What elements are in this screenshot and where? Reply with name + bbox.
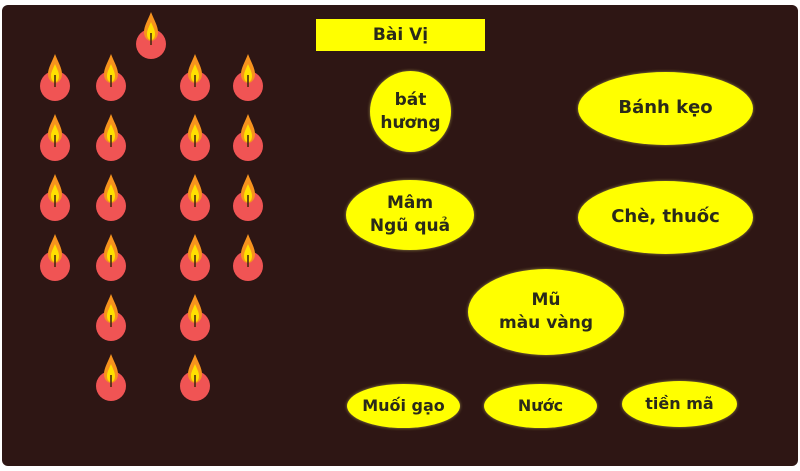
item-line: hương (380, 112, 441, 133)
candle-icon (39, 53, 71, 103)
candle-icon (179, 293, 211, 343)
item-line: bát (394, 89, 427, 110)
item-line: Chè, thuốc (611, 206, 720, 228)
item-line: Bánh kẹo (618, 97, 713, 119)
candle-icon (39, 233, 71, 283)
candle-icon (39, 173, 71, 223)
candle-icon (95, 113, 127, 163)
item-line: màu vàng (498, 313, 594, 333)
item-line: Mâm (386, 193, 434, 214)
candle-icon (95, 353, 127, 403)
candle-icon (232, 233, 264, 283)
candle-icon (95, 53, 127, 103)
item-tien-ma[interactable]: tiền mã (622, 381, 737, 427)
candle-icon (179, 113, 211, 163)
candle-icon (95, 233, 127, 283)
item-line: Muối gạo (362, 396, 445, 416)
candle-icon (232, 113, 264, 163)
candle-icon (179, 353, 211, 403)
item-muoi-gao[interactable]: Muối gạo (347, 384, 460, 428)
candle-icon (179, 173, 211, 223)
candle-icon (179, 53, 211, 103)
candle-icon (232, 173, 264, 223)
candle-icon (232, 53, 264, 103)
candle-icon (95, 293, 127, 343)
item-banh-keo[interactable]: Bánh kẹo (578, 72, 753, 145)
candle-icon (135, 11, 167, 61)
candle-icon (95, 173, 127, 223)
candle-icon (39, 113, 71, 163)
item-line: Mũ (531, 290, 561, 311)
candle-icon (179, 233, 211, 283)
item-line: tiền mã (645, 394, 714, 414)
item-line: Nước (517, 396, 564, 416)
title-label: Bài Vị (316, 19, 485, 51)
item-nuoc[interactable]: Nước (484, 384, 597, 428)
item-line: Ngũ quả (369, 216, 451, 236)
item-che-thuoc[interactable]: Chè, thuốc (578, 181, 753, 254)
